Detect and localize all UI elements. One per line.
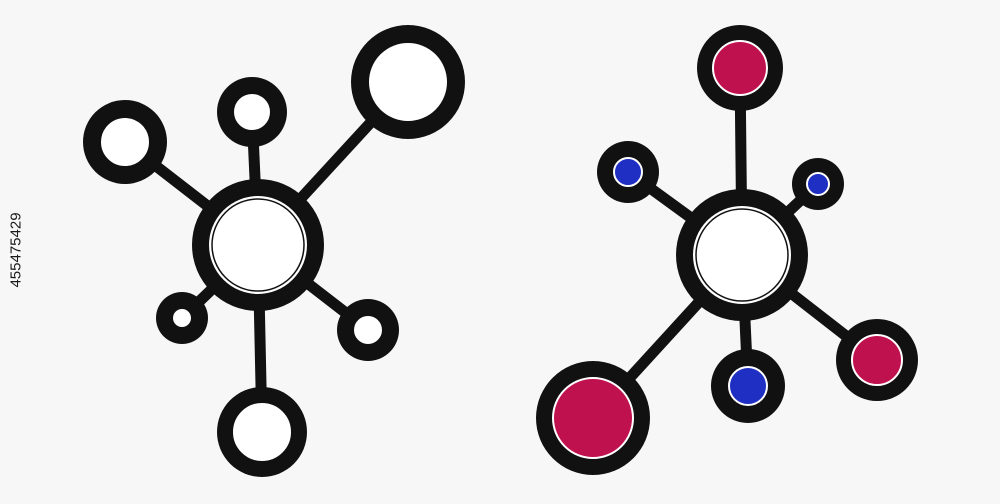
center-atom <box>676 189 808 321</box>
atom-bottom-left-red <box>536 361 650 475</box>
atom-bottom-left <box>156 292 208 344</box>
atom-bottom-blue <box>711 349 785 423</box>
atom-bottom <box>217 387 307 477</box>
molecule-icon-colored <box>536 25 918 475</box>
atom-top-left <box>83 100 167 184</box>
atom-right-red <box>836 319 918 401</box>
atom-bottom-right <box>337 299 399 361</box>
atom-top-right <box>351 25 465 139</box>
atom-left-blue <box>597 141 659 203</box>
image-id-text: 455475429 <box>7 212 25 288</box>
atom-right-blue-small <box>792 158 844 210</box>
center-atom <box>192 179 324 311</box>
atom-top-middle <box>217 77 287 147</box>
molecule-icon-outline <box>83 25 465 477</box>
atom-top-red <box>697 25 783 111</box>
